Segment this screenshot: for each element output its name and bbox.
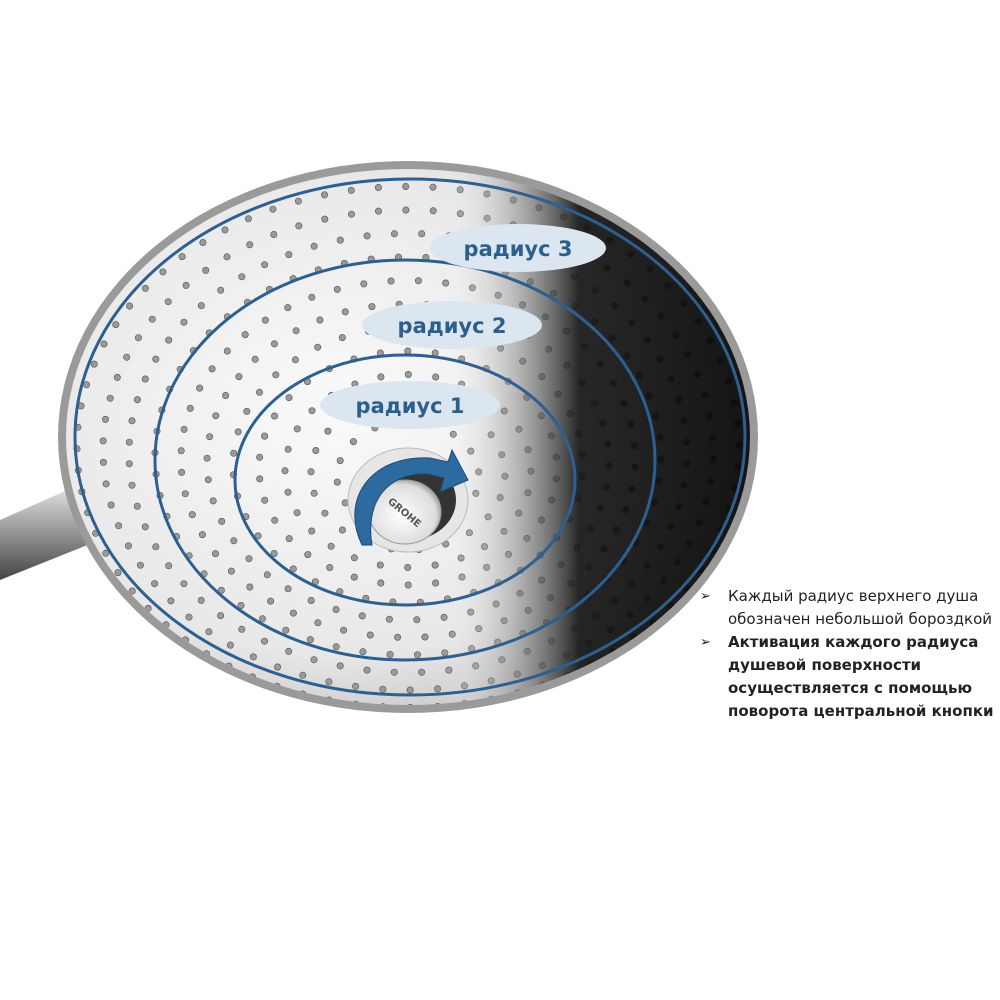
nozzle-dot xyxy=(52,484,58,490)
nozzle-dot xyxy=(188,664,196,672)
nozzle-dot xyxy=(147,635,155,643)
nozzle-dot xyxy=(129,619,137,627)
nozzle-dot xyxy=(446,720,452,726)
nozzle-dot xyxy=(761,419,767,425)
nozzle-dot xyxy=(66,356,72,364)
nozzle-dot xyxy=(753,505,759,511)
label-radius-3: радиус 3 xyxy=(464,237,573,261)
ring-radius-3 xyxy=(73,177,747,697)
nozzle-dot xyxy=(642,649,650,657)
nozzle-dot xyxy=(473,717,479,723)
nozzle-dot xyxy=(680,618,688,626)
label-pill-2 xyxy=(362,301,542,349)
nozzle-dot xyxy=(392,722,398,728)
ring-radius-2 xyxy=(153,258,657,662)
label-pill-3 xyxy=(430,224,606,272)
nozzle-dot xyxy=(550,696,558,704)
notes-list: ➢ Каждый радиус верхнего душа обозначен … xyxy=(700,585,1000,723)
nozzle-dot xyxy=(762,440,768,446)
nozzle-dot xyxy=(364,720,370,726)
nozzle-dot xyxy=(752,376,758,382)
nozzle-dot xyxy=(49,420,55,426)
nozzle-dot xyxy=(258,697,266,705)
note-item: ➢ Активация каждого радиуса душевой пове… xyxy=(700,631,1000,723)
ring-radius-1 xyxy=(233,353,577,607)
nozzle-dot xyxy=(419,722,425,728)
nozzle-dot xyxy=(52,398,58,404)
rotate-arrow-icon xyxy=(354,448,469,546)
nozzle-dot xyxy=(744,355,750,363)
nozzle-dot xyxy=(500,712,506,718)
nozzle-dot xyxy=(575,687,583,695)
nozzle-dot xyxy=(73,335,81,343)
nozzle-dot xyxy=(210,676,218,684)
nozzle-dot xyxy=(112,602,120,610)
label-pill-1 xyxy=(320,381,500,429)
nozzle-dot xyxy=(234,687,242,695)
nozzle-dot xyxy=(525,704,533,705)
nozzle-dot xyxy=(758,398,764,404)
nozzle-dot xyxy=(761,462,767,468)
nozzle-dot xyxy=(744,524,750,532)
nozzle-dot xyxy=(735,335,743,343)
nozzle-dot xyxy=(598,676,606,684)
nozzle-dot xyxy=(84,565,92,573)
nozzle-dot xyxy=(621,663,629,671)
nozzle-dot xyxy=(167,650,175,658)
nozzle-dot xyxy=(57,377,63,383)
nozzle-dot xyxy=(97,584,105,592)
nozzle-dot xyxy=(662,635,670,643)
nozzle-dot xyxy=(724,564,732,572)
nozzle-dot xyxy=(49,463,55,469)
nozzle-dot xyxy=(311,712,317,718)
nozzle-dot xyxy=(285,705,291,711)
arrow-bullet-icon: ➢ xyxy=(700,589,711,604)
note-item: ➢ Каждый радиус верхнего душа обозначен … xyxy=(700,585,1000,631)
nozzle-dot xyxy=(337,717,343,723)
nozzle-dot xyxy=(735,545,743,553)
nozzle-dot xyxy=(758,483,764,489)
note-text: Активация каждого радиуса душевой поверх… xyxy=(728,633,994,720)
arrow-bullet-icon: ➢ xyxy=(700,635,711,650)
reflection-shadow xyxy=(66,169,750,705)
label-radius-1: радиус 1 xyxy=(356,394,465,418)
nozzle-dot xyxy=(48,441,54,447)
note-text: Каждый радиус верхнего душа обозначен не… xyxy=(728,587,993,628)
label-radius-2: радиус 2 xyxy=(398,314,507,338)
